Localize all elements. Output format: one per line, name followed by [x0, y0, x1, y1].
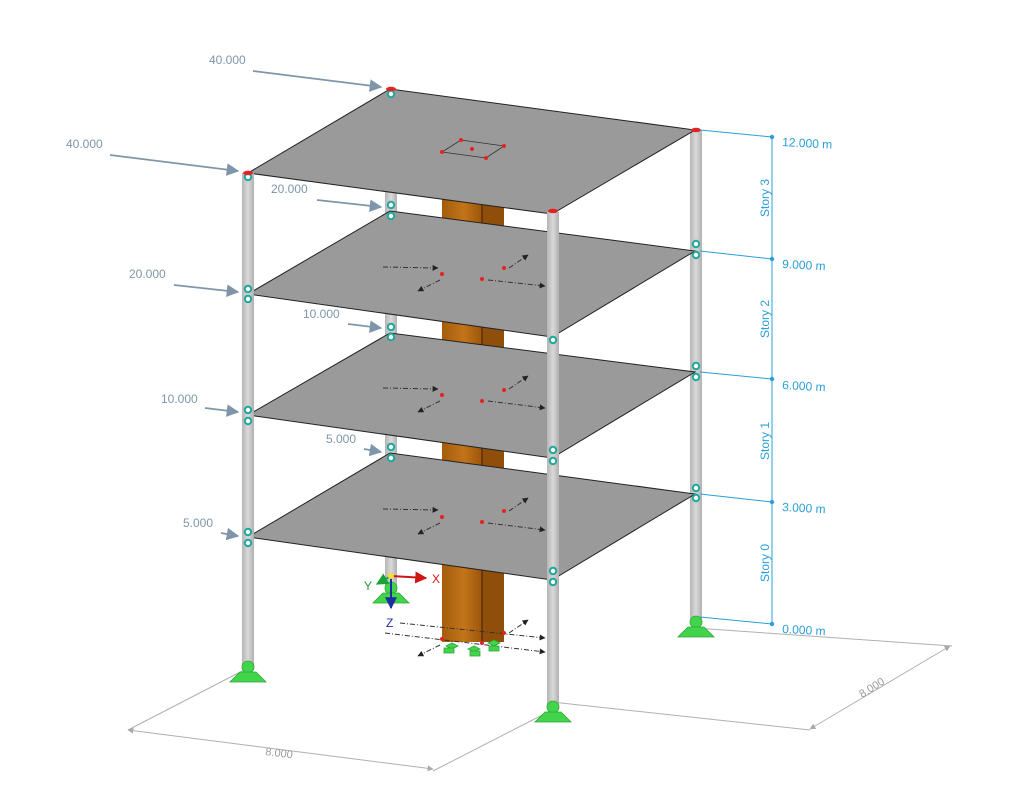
dimension-lines: [127, 627, 953, 772]
model-nodes: [243, 86, 701, 645]
story-label-2: Story 2: [758, 300, 772, 338]
load-value-story1-front: 10.000: [161, 392, 198, 406]
load-value-story0-back: 5.000: [326, 432, 356, 446]
load-value-story1-back: 10.000: [303, 307, 340, 321]
core-segment-story0: [442, 562, 504, 642]
elevation-label-story1: 6.000 m: [782, 378, 826, 394]
member-hinges: [243, 89, 701, 587]
story-label-3: Story 3: [758, 179, 772, 217]
elevation-label-story2: 9.000 m: [782, 257, 826, 273]
dimension-y-label: 8.000: [857, 676, 887, 701]
local-axes-markers: [382, 254, 546, 657]
axis-z-label: Z: [386, 616, 393, 630]
load-arrow-story0-back: [363, 443, 383, 457]
story-label-0: Story 0: [758, 544, 772, 582]
elevation-label-story0: 3.000 m: [782, 500, 826, 516]
elevation-label-ground: 0.000 m: [782, 622, 826, 638]
axis-y-label: Y: [364, 579, 372, 593]
load-value-story2-front: 20.000: [129, 267, 166, 281]
load-value-story2-back: 20.000: [271, 182, 308, 196]
slab-story0: [246, 452, 697, 581]
load-arrow-roof-back: [252, 70, 383, 92]
coordinate-axes-triad: X Y Z: [364, 571, 440, 630]
axis-x-label: X: [432, 572, 440, 586]
load-arrow-roof-front: [109, 154, 240, 176]
elevation-label-roof: 12.000 m: [782, 135, 833, 152]
support-front-left: [229, 660, 267, 683]
load-value-roof-front: 40.000: [66, 137, 103, 151]
slab-story1: [246, 332, 697, 459]
load-arrow-story2-back: [316, 199, 383, 213]
load-arrow-story2-front: [173, 284, 240, 298]
story-label-1: Story 1: [758, 422, 772, 460]
load-value-roof-back: 40.000: [209, 53, 246, 67]
axis-origin: [388, 573, 394, 579]
floor-slabs: [246, 88, 697, 581]
support-back-right: [677, 615, 715, 638]
axis-x-arrow: [390, 571, 428, 584]
elevation-labels: 12.000 m 9.000 m 6.000 m 3.000 m 0.000 m: [782, 135, 833, 638]
load-arrow-story1-back: [347, 320, 383, 333]
story-level-lines: [699, 129, 775, 627]
slab-roof: [246, 88, 697, 215]
support-front-right: [534, 700, 572, 723]
load-values: 40.000 40.000 20.000 20.000 10.000 10.00…: [66, 53, 356, 530]
support-core-line: [443, 639, 501, 657]
load-value-story0-front: 5.000: [183, 516, 213, 530]
story-labels: Story 3 Story 2 Story 1 Story 0: [758, 179, 772, 582]
dimension-x-label: 8.000: [265, 746, 294, 761]
load-arrow-story0-front: [220, 527, 240, 541]
horizontal-loads: [109, 70, 383, 541]
load-arrow-story1-front: [204, 404, 240, 417]
